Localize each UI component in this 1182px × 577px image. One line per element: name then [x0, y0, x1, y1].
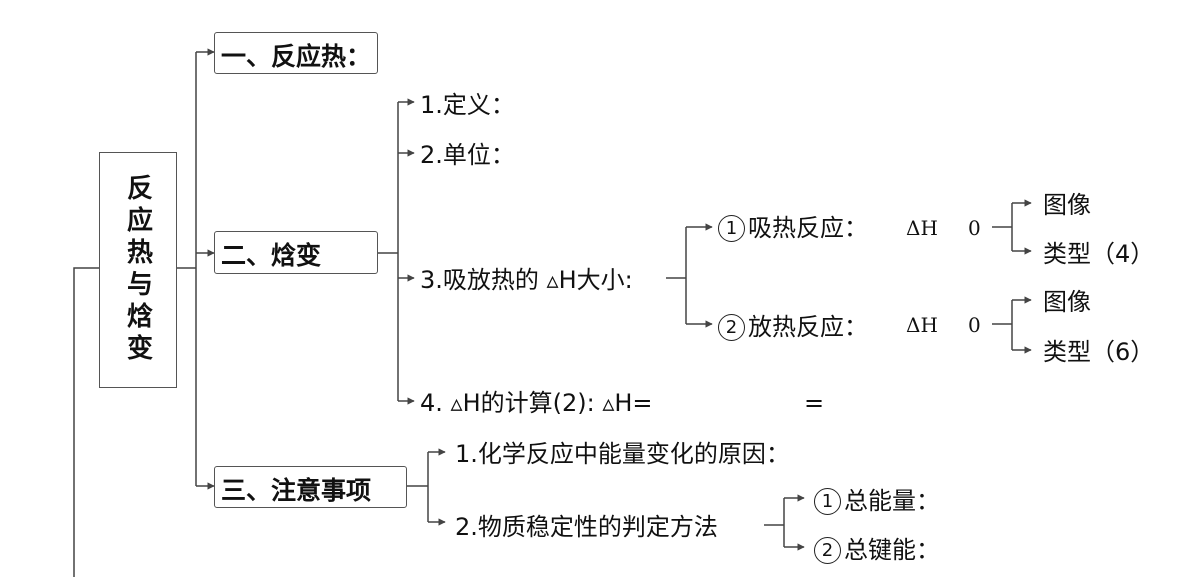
root-node: 反应热与焓变 — [99, 152, 177, 388]
notes-item-energy-change-cause: 1.化学反应中能量变化的原因： — [455, 440, 790, 468]
exothermic-label-text: 放热反应： — [748, 313, 868, 341]
exothermic-child-types: 类型（6） — [1043, 338, 1155, 366]
enthalpy-item-unit: 2.单位： — [420, 141, 515, 169]
endothermic-label-text: 吸热反应： — [748, 214, 868, 242]
endothermic-child-types: 类型（4） — [1043, 240, 1155, 268]
circled-number-2: 2 — [814, 537, 841, 564]
section-notes: 三、注意事项 — [214, 466, 407, 508]
section-enthalpy-change-title: 二、焓变 — [221, 241, 322, 270]
enthalpy-item-calculation: 4. ▵H的计算(2): ▵H= — [420, 389, 653, 417]
exothermic-zero: 0 — [968, 313, 981, 337]
root-title: 反应热与焓变 — [122, 174, 153, 366]
exothermic-delta-h: ΔH — [906, 313, 938, 337]
root-trunk-line — [73, 267, 99, 577]
section-reaction-heat-title: 一、反应热： — [221, 42, 372, 71]
enthalpy-calc-equals: = — [804, 389, 825, 417]
notes-sub-total-bond-energy-text: 总键能： — [844, 536, 940, 564]
enthalpy-item-definition: 1.定义： — [420, 91, 515, 119]
endothermic-child-graph: 图像 — [1043, 191, 1091, 219]
circled-number-1: 1 — [718, 215, 745, 242]
exothermic-child-graph: 图像 — [1043, 288, 1091, 316]
circled-number-2: 2 — [718, 314, 745, 341]
section-notes-title: 三、注意事项 — [221, 476, 372, 505]
enthalpy-item-magnitude: 3.吸放热的 ▵H大小: — [420, 266, 633, 294]
section-reaction-heat: 一、反应热： — [214, 32, 379, 74]
notes-item-stability-method: 2.物质稳定性的判定方法 — [455, 513, 718, 541]
section-enthalpy-change: 二、焓变 — [214, 231, 378, 274]
endothermic-zero: 0 — [968, 216, 981, 240]
notes-sub-total-energy-text: 总能量： — [844, 487, 940, 515]
circled-number-1: 1 — [814, 488, 841, 515]
endothermic-delta-h: ΔH — [906, 216, 938, 240]
